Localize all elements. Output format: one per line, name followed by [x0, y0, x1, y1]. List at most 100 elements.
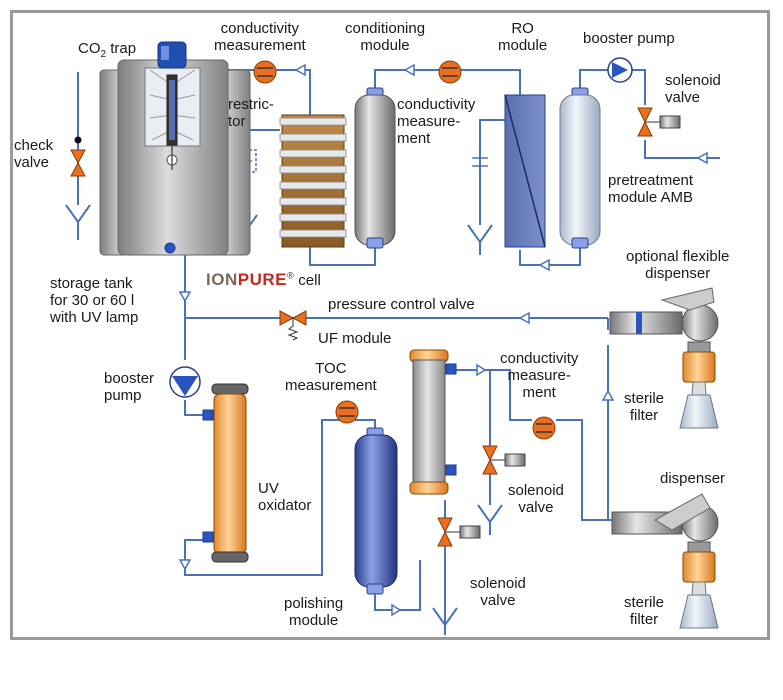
- flow-arrow: [538, 258, 550, 272]
- label-line: valve: [665, 89, 701, 106]
- polishing-module-label: polishing module: [284, 595, 343, 629]
- label-line: measure-: [507, 367, 571, 384]
- optional-flexible-dispenser: [609, 287, 719, 353]
- label-line: conductivity: [500, 350, 579, 367]
- label-line: pretreatment: [608, 172, 694, 189]
- pressure-control-valve-label: pressure control valve: [328, 296, 475, 313]
- label-line: measurement: [285, 377, 377, 394]
- optional-flexible-dispenser-label: optional flexible dispenser: [626, 248, 729, 282]
- conditioning-module-label: conditioning module: [345, 20, 425, 54]
- drain-solenoid-mid: [477, 504, 503, 535]
- label-line: solenoid: [665, 72, 721, 89]
- sterile-filter-top: [679, 351, 719, 429]
- label-line: sterile: [624, 390, 665, 407]
- label-line: ment: [522, 384, 556, 401]
- flow-arrow: [601, 389, 615, 401]
- polishing-module: [354, 427, 398, 595]
- flow-arrows: [178, 63, 708, 617]
- label-line: measurement: [214, 37, 306, 54]
- co2-trap: [157, 41, 187, 69]
- label-line: with UV lamp: [50, 309, 139, 326]
- uf-module: [409, 349, 457, 495]
- co2-trap-label: CO2 trap: [78, 40, 136, 63]
- pretreatment-module-label: pretreatment module AMB: [608, 172, 693, 206]
- conductivity-meter-mid: [438, 60, 462, 84]
- label-line: restric-: [228, 96, 274, 113]
- ionpure-brand-pure: PURE: [237, 270, 287, 289]
- ro-drain-restrictor: [472, 157, 488, 167]
- toc-measurement-label: TOC measurement: [285, 360, 377, 394]
- flow-arrow: [178, 291, 192, 303]
- ro-module: [504, 94, 546, 248]
- ionpure-cell: [279, 114, 347, 248]
- flow-arrow: [403, 63, 415, 77]
- pressure-control-valve: [279, 310, 307, 341]
- label-line: solenoid: [470, 575, 526, 592]
- label-line: sterile: [624, 594, 665, 611]
- co2-trap-label-sub: 2: [100, 49, 107, 60]
- label-line: RO: [511, 20, 534, 37]
- conductivity-meter-top: [253, 60, 277, 84]
- label-line: polishing: [284, 595, 344, 612]
- conductivity-measurement-top-label: conductivity measurement: [214, 20, 306, 54]
- pretreatment-module: [559, 87, 601, 249]
- label-line: conductivity: [220, 20, 300, 37]
- label-line: UV: [258, 480, 279, 497]
- dispenser-label: dispenser: [660, 470, 726, 487]
- co2-trap-label-co: CO: [78, 40, 101, 57]
- drain-check-valve: [65, 204, 91, 240]
- flow-arrow: [476, 363, 487, 377]
- label-line: pump: [104, 387, 142, 404]
- ionpure-brand-reg: ®: [286, 270, 295, 281]
- uf-module-label: UF module: [318, 330, 392, 347]
- solenoid-valve-top-label: solenoid valve: [665, 72, 721, 106]
- dispenser: [611, 493, 719, 553]
- booster-pump-left-label: booster pump: [104, 370, 154, 404]
- label-line: filter: [629, 611, 659, 628]
- label-line: valve: [518, 499, 554, 516]
- solenoid-valve-top: [637, 107, 681, 137]
- sterile-filter-bottom: [679, 551, 719, 629]
- toc-meter: [335, 400, 359, 424]
- booster-pump-left: [169, 366, 201, 398]
- flow-arrow: [178, 559, 192, 571]
- storage-tank-label: storage tank for 30 or 60 l with UV lamp: [50, 275, 138, 326]
- ro-module-label: RO module: [498, 20, 547, 54]
- label-line: module AMB: [608, 189, 694, 206]
- flow-arrow: [391, 603, 402, 617]
- check-valve-label: check valve: [14, 137, 53, 171]
- flow-arrow: [518, 311, 530, 325]
- uv-oxidator-label: UV oxidator: [258, 480, 311, 514]
- label-line: module: [289, 612, 339, 629]
- solenoid-valve-bottom-label: solenoid valve: [470, 575, 526, 609]
- label-line: dispenser: [645, 265, 711, 282]
- flow-arrow: [696, 151, 708, 165]
- label-line: solenoid: [508, 482, 564, 499]
- label-line: valve: [480, 592, 516, 609]
- label-line: oxidator: [258, 497, 312, 514]
- sterile-filter-top-label: sterile filter: [624, 390, 664, 424]
- label-line: conductivity: [397, 96, 476, 113]
- solenoid-valve-mid: [482, 445, 526, 475]
- label-line: conditioning: [345, 20, 426, 37]
- flow-arrow: [294, 63, 306, 77]
- label-line: tor: [228, 113, 246, 130]
- label-line: measure-: [397, 113, 461, 130]
- label-line: filter: [629, 407, 659, 424]
- check-valve: [70, 136, 86, 177]
- label-line: optional flexible: [626, 248, 730, 265]
- label-line: storage tank: [50, 275, 133, 292]
- label-line: TOC: [315, 360, 347, 377]
- drain-ro: [467, 224, 493, 255]
- solenoid-valve-bottom: [437, 517, 481, 547]
- label-line: ment: [397, 130, 431, 147]
- booster-pump-top-label: booster pump: [583, 30, 675, 47]
- co2-trap-label-suffix: trap: [106, 40, 137, 57]
- storage-tank: [99, 59, 251, 256]
- conductivity-measurement-mid-label: conductivity measure- ment: [397, 96, 475, 147]
- ionpure-brand-ion: ION: [206, 270, 238, 289]
- label-line: module: [360, 37, 410, 54]
- ionpure-cell-word: cell: [294, 272, 321, 289]
- ionpure-cell-label: IONPURE® cell: [206, 270, 321, 290]
